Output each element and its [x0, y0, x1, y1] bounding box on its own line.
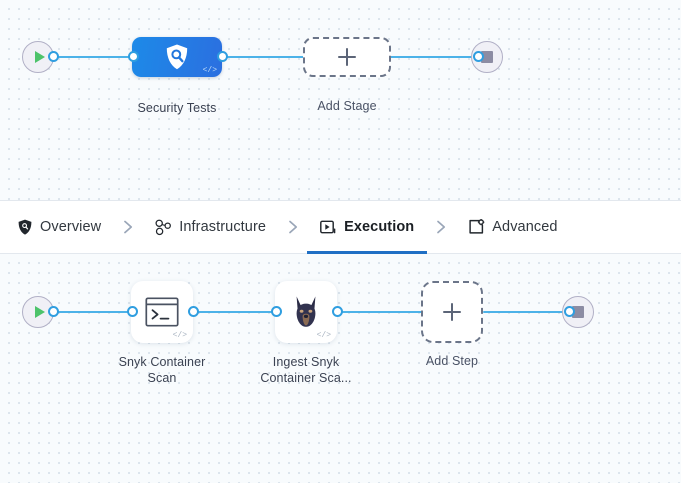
add-stage-button[interactable]: [303, 37, 391, 77]
step-node-snyk-container-scan[interactable]: </>: [131, 281, 193, 343]
chevron-right-icon: [101, 200, 155, 254]
shield-search-icon: [166, 44, 188, 70]
play-icon: [34, 306, 45, 318]
step-node-ingest-snyk-container-scan[interactable]: </>: [275, 281, 337, 343]
step-label-line1: Snyk Container: [118, 355, 206, 369]
chevron-right-icon-2: [266, 200, 320, 254]
add-stage-label: Add Stage: [317, 99, 377, 113]
port-exec-start-out[interactable]: [48, 306, 59, 317]
plus-icon: [338, 48, 356, 66]
port-snyk-scan-in[interactable]: [127, 306, 138, 317]
plus-icon: [443, 303, 461, 321]
stage-code-badge: </>: [202, 66, 217, 75]
tab-infrastructure[interactable]: Infrastructure: [155, 200, 266, 254]
port-security-tests-out[interactable]: [217, 51, 228, 62]
chevron-right-icon-3: [414, 200, 468, 254]
terminal-icon: [145, 297, 179, 327]
tab-execution[interactable]: Execution: [307, 200, 428, 254]
tab-infrastructure-label: Infrastructure: [179, 219, 267, 235]
edge-security-tests-to-add-stage: [222, 56, 306, 58]
port-start-out[interactable]: [48, 51, 59, 62]
edge-add-step-to-end: [483, 311, 569, 313]
port-exec-end-in[interactable]: [564, 306, 575, 317]
snyk-dog-icon: [296, 296, 316, 327]
stage-graph-canvas[interactable]: </> Security Tests Add Stage: [0, 0, 681, 200]
stage-label-security-tests: Security Tests: [137, 101, 217, 115]
edge-add-stage-to-end: [388, 56, 478, 58]
stop-icon: [572, 306, 584, 318]
step-label-line1: Ingest Snyk: [272, 355, 340, 369]
nodes-icon: [155, 219, 172, 236]
edge-start-to-snyk-container-scan: [52, 311, 134, 313]
pipeline-end-node[interactable]: [471, 41, 503, 73]
step-label-snyk-container-scan: Snyk Container Scan: [92, 354, 232, 386]
port-snyk-scan-out[interactable]: [188, 306, 199, 317]
port-ingest-in[interactable]: [271, 306, 282, 317]
edge-snyk-scan-to-ingest: [196, 311, 278, 313]
step-label-line2: Scan: [147, 371, 177, 385]
stage-config-tabbar[interactable]: Overview Infrastructure: [0, 200, 681, 254]
edge-ingest-to-add-step: [340, 311, 422, 313]
step-label-ingest-snyk-container-scan: Ingest Snyk Container Sca...: [236, 354, 376, 386]
step-code-badge-1: </>: [172, 331, 187, 340]
add-step-button[interactable]: [421, 281, 483, 343]
port-end-in[interactable]: [473, 51, 484, 62]
edge-start-to-security-tests: [52, 56, 134, 58]
stop-icon: [481, 51, 493, 63]
play-box-icon: [320, 219, 337, 236]
step-code-badge-2: </>: [316, 331, 331, 340]
port-ingest-out[interactable]: [332, 306, 343, 317]
stage-node-security-tests[interactable]: </>: [132, 37, 222, 77]
shield-icon: [16, 219, 33, 236]
add-step-label: Add Step: [425, 354, 479, 368]
execution-graph-canvas[interactable]: </> Snyk Container Scan </> Ingest Snyk …: [0, 254, 681, 483]
play-icon: [34, 51, 45, 63]
settings-box-icon: [468, 219, 485, 236]
tab-overview-label: Overview: [40, 219, 102, 235]
tab-advanced[interactable]: Advanced: [468, 200, 557, 254]
tab-execution-label: Execution: [344, 219, 415, 235]
tab-overview[interactable]: Overview: [16, 200, 101, 254]
step-label-line2: Container Sca...: [260, 371, 352, 385]
tab-advanced-label: Advanced: [492, 219, 558, 235]
port-security-tests-in[interactable]: [128, 51, 139, 62]
